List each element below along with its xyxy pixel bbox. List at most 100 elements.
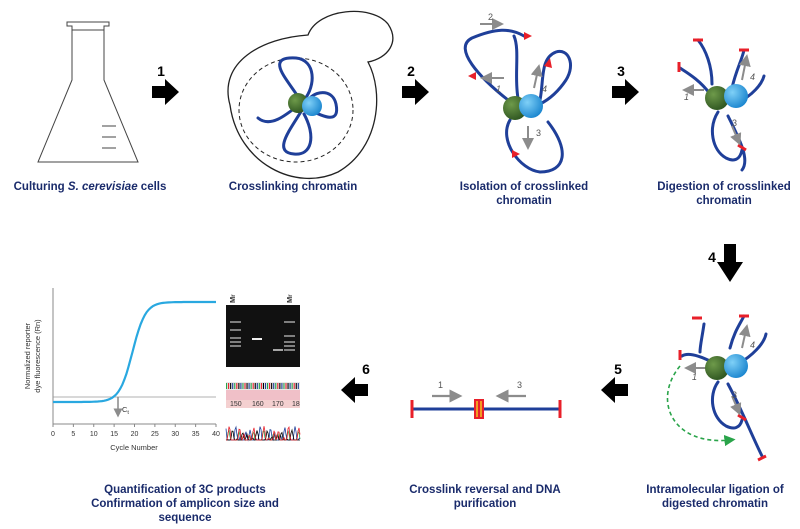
seq-pos-4: 18 xyxy=(292,401,300,408)
step-arrow-5: 5 xyxy=(601,361,628,403)
caption-step-1: Culturing S. cerevisiae cells xyxy=(13,181,167,193)
marker-label-right: Mr xyxy=(285,294,294,303)
qpcr-amplification-plot: 0 5 10 15 20 25 30 35 40 Ct Cycle Number Normali… xyxy=(23,288,220,452)
linear-primer-1: 1 xyxy=(438,380,443,390)
x-tick-label: 5 xyxy=(71,431,75,438)
base-call-bar xyxy=(275,383,277,389)
step-number-3: 3 xyxy=(617,63,625,79)
agarose-gel-image: Mr Mr xyxy=(226,294,300,367)
base-call-bar xyxy=(283,383,285,389)
linear-ligation-product: 1 3 xyxy=(410,380,562,419)
primer-label-1: 1 xyxy=(496,84,501,94)
base-call-bar xyxy=(260,383,262,389)
base-call-bar xyxy=(244,383,246,389)
base-call-bar xyxy=(258,383,260,389)
base-call-bar xyxy=(248,383,250,389)
base-call-bar xyxy=(226,383,228,389)
svg-text:1: 1 xyxy=(692,372,697,382)
step-number-2: 2 xyxy=(407,63,415,79)
sequencing-chromatogram: 150 160 170 18 xyxy=(225,382,301,442)
seq-pos-3: 170 xyxy=(272,401,284,408)
amplification-curve xyxy=(53,300,216,404)
base-call-bar xyxy=(269,383,271,389)
base-call-bar xyxy=(234,383,236,389)
erlenmeyer-flask-icon xyxy=(37,21,139,163)
base-call-bar xyxy=(273,383,275,389)
caption-step-2: Crosslinking chromatin xyxy=(228,181,358,193)
base-call-bar xyxy=(293,383,295,389)
linear-primer-3: 3 xyxy=(517,380,522,390)
base-call-bar xyxy=(287,383,289,389)
seq-pos-2: 160 xyxy=(252,401,264,408)
base-call-bar xyxy=(246,383,248,389)
base-call-bar xyxy=(289,383,291,389)
svg-text:4: 4 xyxy=(750,72,755,82)
marker-label-left: Mr xyxy=(228,294,237,303)
base-call-bar xyxy=(230,383,232,389)
ct-label: Ct xyxy=(122,405,129,416)
base-call-bar xyxy=(242,383,244,389)
step-number-6: 6 xyxy=(362,361,370,377)
x-tick-label: 35 xyxy=(192,431,200,438)
yeast-cell-icon xyxy=(227,10,394,180)
x-tick-label: 0 xyxy=(51,431,55,438)
step-arrow-3: 3 xyxy=(612,63,639,105)
base-call-bar xyxy=(279,383,281,389)
step-arrow-1: 1 xyxy=(152,63,179,105)
seq-pos-1: 150 xyxy=(230,401,242,408)
base-call-bar xyxy=(291,383,293,389)
x-axis-label: Cycle Number xyxy=(110,443,158,452)
primer-label-3: 3 xyxy=(536,128,541,138)
primer-label-4: 4 xyxy=(542,84,547,94)
svg-text:3: 3 xyxy=(732,118,737,128)
base-call-bar xyxy=(250,383,252,389)
base-call-bar xyxy=(267,383,269,389)
ligation-arrow xyxy=(666,365,736,447)
base-call-bar xyxy=(256,383,258,389)
base-call-bar xyxy=(238,383,240,389)
base-call-bar xyxy=(297,383,299,389)
digested-chromatin: 1 4 3 xyxy=(677,38,766,172)
ligated-chromatin: 1 4 3 xyxy=(666,314,768,462)
step-number-1: 1 xyxy=(157,63,165,79)
base-call-bar xyxy=(264,383,267,389)
svg-text:4: 4 xyxy=(750,340,755,350)
x-tick-label: 10 xyxy=(90,431,98,438)
svg-text:3: 3 xyxy=(732,390,737,400)
step-arrow-4: 4 xyxy=(708,244,743,282)
step-arrow-2: 2 xyxy=(402,63,429,105)
step-arrow-6: 6 xyxy=(341,361,370,403)
base-call-bar xyxy=(281,383,283,389)
primer-label-2: 2 xyxy=(488,12,493,22)
x-axis-ticks: 0 5 10 15 20 25 30 35 40 xyxy=(51,424,220,438)
base-call-bar xyxy=(277,383,279,389)
svg-text:1: 1 xyxy=(684,92,689,102)
base-call-bar xyxy=(262,383,264,389)
base-call-bar xyxy=(232,383,234,389)
step-number-4: 4 xyxy=(708,249,716,265)
x-tick-label: 25 xyxy=(151,431,159,438)
x-tick-label: 30 xyxy=(171,431,179,438)
y-axis-label-line1: Normalized reporter xyxy=(23,322,32,389)
isolated-chromatin: 2 1 4 3 xyxy=(463,12,572,174)
base-call-bar xyxy=(254,383,256,389)
base-call-bar xyxy=(295,383,297,389)
crosslink-protein-blue xyxy=(302,96,322,116)
x-tick-label: 15 xyxy=(110,431,118,438)
x-tick-label: 20 xyxy=(131,431,139,438)
base-call-bar xyxy=(271,383,273,389)
base-call-bar xyxy=(285,383,287,389)
x-tick-label: 40 xyxy=(212,431,220,438)
base-call-bar xyxy=(240,383,242,389)
base-call-bar xyxy=(252,383,254,389)
step-number-5: 5 xyxy=(614,361,622,377)
base-call-bar xyxy=(236,383,238,389)
y-axis-label-line2: dye fluorescence (Rn) xyxy=(33,319,42,393)
base-call-bar xyxy=(228,383,230,389)
